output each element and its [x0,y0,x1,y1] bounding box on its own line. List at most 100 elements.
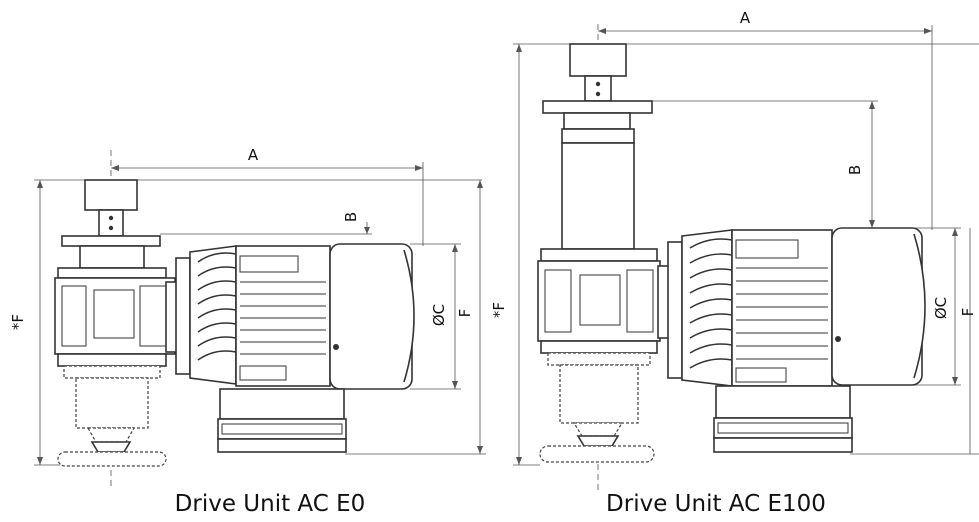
gearbox-window [579,274,621,326]
top-cap [569,43,627,77]
label-star-f: *F [9,314,27,330]
label-b: B [342,212,360,222]
arrow-head [111,165,119,171]
arrow-head [598,28,606,34]
gearbox-housing [54,277,176,355]
arrow-head [364,227,370,234]
motor-body [731,229,833,387]
fan-fin [197,308,237,319]
flange-plate [542,100,653,114]
motor-base [219,388,345,420]
fan-fin [689,253,733,264]
dotted-plate [547,352,651,366]
arrow-head [869,220,875,228]
drive-unit-e100-drawing: A *F B ØC F [490,9,979,517]
bottom-flange [540,340,658,354]
motor-detail [735,367,787,383]
fan-fin [689,283,733,294]
adapter [79,245,145,269]
arrow-head [477,180,483,188]
shaft-neck [98,209,124,237]
bolt [108,215,114,221]
base-plate [713,417,853,439]
motor-base [715,385,851,419]
gearbox-detail [544,269,572,333]
fan-fin [197,336,237,347]
bottom-flange [57,353,167,367]
motor-flange [175,257,191,375]
label-oc: ØC [430,304,448,326]
unit-caption: Drive Unit AC E0 [175,491,366,517]
arrow-head [477,446,483,454]
end-cap-dome [403,249,415,383]
gearbox-flange [540,248,658,262]
column-collar [563,112,631,130]
end-cap-dome [913,233,926,379]
base-detail [717,422,849,434]
base-detail [221,423,343,435]
dotted-body [559,364,639,424]
shaft-neck [584,75,612,102]
fan-fin [197,280,237,291]
bolt [835,336,841,342]
drive-unit-e0-drawing: A *F F ØC B [9,146,486,517]
dotted-foot [57,451,167,467]
fan-fin [689,268,733,279]
bolt [595,91,601,97]
fan-fin [197,350,237,361]
terminal-box [735,239,799,259]
arrow-head [516,44,522,52]
label-f: F [959,308,977,317]
top-cap [84,179,138,211]
arrow-head [869,101,875,109]
bolt [595,81,601,87]
motor-detail [239,365,287,381]
fan-fin [689,358,733,369]
base-foot [713,437,853,453]
motor-end-cap [831,227,923,386]
label-a: A [248,146,259,164]
dotted-plate [63,365,161,379]
foot-neck [90,441,132,453]
fan-fin [197,294,237,305]
fan-fin [197,266,237,277]
terminal-box [239,255,299,273]
gearbox-detail [626,269,654,333]
dotted-taper [572,422,624,437]
gearbox-housing [537,260,661,342]
label-star-f: *F [490,302,508,318]
fan-fin [689,313,733,324]
arrow-head [952,228,958,236]
column-collar [561,128,635,144]
base-plate [217,418,347,440]
foot-neck [576,435,620,447]
gearbox-window [93,289,135,339]
motor-body [235,245,331,387]
arrow-head [452,381,458,389]
dotted-body [75,377,149,429]
motor-flange [667,241,683,379]
extension-column [561,142,635,250]
dotted-taper [86,427,136,443]
gearbox-detail [61,285,87,347]
gearbox-flange [57,267,167,279]
fan-fin [689,328,733,339]
base-foot [217,438,347,453]
arrow-head [516,457,522,465]
fan-fin [689,343,733,354]
fan-fin [197,322,237,333]
arrow-head [37,180,43,188]
label-oc: ØC [932,297,950,319]
flange-plate [61,235,161,247]
label-f: F [456,309,474,318]
bolt [108,225,114,231]
fan-fin [197,252,237,263]
unit-caption: Drive Unit AC E100 [606,491,826,517]
dotted-foot [539,445,655,463]
fan-fin [689,238,733,249]
arrow-head [924,28,932,34]
label-a: A [740,9,751,27]
fan-fin [689,298,733,309]
bolt [333,344,339,350]
